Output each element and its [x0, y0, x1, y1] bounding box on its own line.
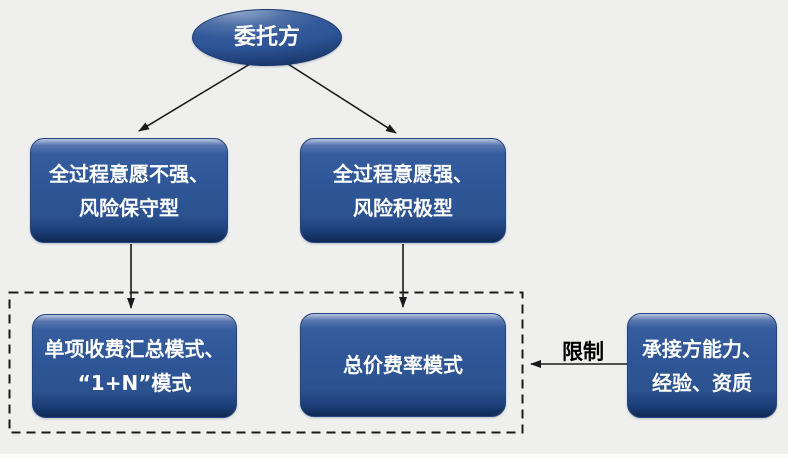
node-active-type: 全过程意愿强、 风险积极型 [300, 138, 506, 243]
node-itemized-line1: 单项收费汇总模式、 [44, 337, 225, 361]
node-conservative-line1: 全过程意愿不强、 [49, 161, 209, 186]
node-constraint: 承接方能力、 经验、资质 [627, 313, 777, 418]
node-conservative-type: 全过程意愿不强、 风险保守型 [30, 138, 228, 243]
node-lump-sum-label: 总价费率模式 [343, 353, 463, 377]
window-bottom-edge [0, 454, 788, 458]
node-client-label: 委托方 [233, 24, 300, 50]
arrow-client-to-conservative [138, 63, 251, 132]
node-constraint-line2: 经验、资质 [652, 370, 752, 395]
node-itemized-line2: “1+N”模式 [77, 371, 192, 395]
restriction-edge-label: 限制 [562, 340, 604, 364]
arrow-client-to-active [287, 63, 397, 134]
node-active-line1: 全过程意愿强、 [333, 161, 473, 186]
node-conservative-line2: 风险保守型 [79, 195, 179, 220]
node-client: 委托方 [192, 9, 342, 66]
node-constraint-line1: 承接方能力、 [642, 336, 762, 361]
node-active-line2: 风险积极型 [353, 195, 453, 220]
node-lump-sum-mode: 总价费率模式 [300, 313, 506, 417]
node-itemized-mode: 单项收费汇总模式、 “1+N”模式 [32, 314, 237, 418]
